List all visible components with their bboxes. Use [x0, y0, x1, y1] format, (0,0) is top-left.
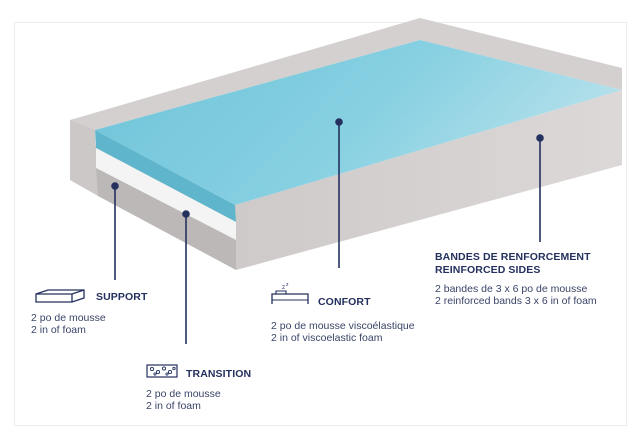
reinforced-side-back	[70, 18, 622, 130]
confort-title: CONFORT	[318, 296, 371, 308]
reinforced-line-fr: 2 bandes de 3 x 6 po de mousse	[435, 283, 588, 295]
svg-text:z: z	[282, 285, 285, 291]
support-title: SUPPORT	[96, 291, 148, 303]
reinforced-title-fr: BANDES DE RENFORCEMENT	[435, 251, 591, 263]
transition-line-fr: 2 po de mousse	[146, 388, 221, 400]
comfort-top-layer	[95, 40, 622, 205]
foam-block-icon	[34, 288, 86, 309]
svg-text:z: z	[286, 282, 289, 288]
transition-line-en: 2 in of foam	[146, 400, 201, 412]
leader-lines	[111, 118, 544, 344]
sleeping-bed-icon: z z	[270, 282, 310, 311]
support-line-en: 2 in of foam	[31, 324, 86, 336]
reinforced-line-en: 2 reinforced bands 3 x 6 in of foam	[435, 295, 597, 307]
perforated-foam-icon	[146, 364, 178, 383]
transition-title: TRANSITION	[186, 368, 252, 380]
confort-line-fr: 2 po de mousse viscoélastique	[271, 320, 415, 332]
support-line-fr: 2 po de mousse	[31, 312, 106, 324]
confort-line-en: 2 in of viscoelastic foam	[271, 332, 383, 344]
support-layer	[96, 168, 236, 270]
transition-layer	[96, 148, 236, 240]
reinforced-title-en: REINFORCED SIDES	[435, 264, 541, 276]
frame-border	[14, 22, 627, 426]
reinforced-side-front	[235, 90, 622, 270]
